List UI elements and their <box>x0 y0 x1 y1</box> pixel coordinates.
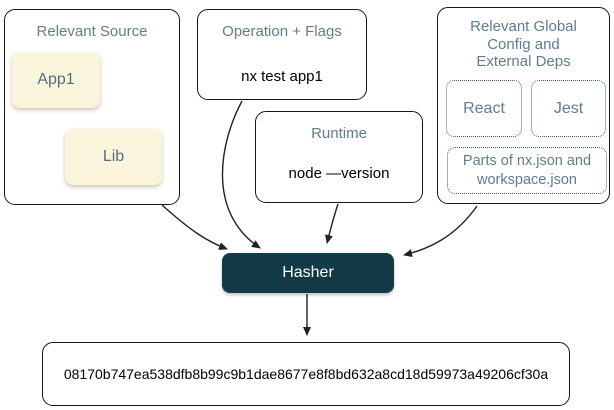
group-operation-flags: Operation + Flags nx test app1 <box>197 9 367 100</box>
group-runtime: Runtime node —version <box>255 111 423 203</box>
hasher-node: Hasher <box>222 253 394 293</box>
hasher-label: Hasher <box>282 264 334 281</box>
dep-react: React <box>446 80 522 137</box>
config-files-note-label: Parts of nx.json and workspace.json <box>462 153 592 188</box>
runtime-command-text: node —version <box>288 165 390 182</box>
node-lib-label: Lib <box>102 148 125 165</box>
node-lib: Lib <box>65 129 162 185</box>
arrow-config-to-hasher <box>403 205 478 258</box>
group-relevant-source-title: Relevant Source <box>36 23 148 40</box>
group-operation-flags-title: Operation + Flags <box>222 23 342 40</box>
hash-output-value: 08170b747ea538dfb8b99c9b1dae8677e8f8bd63… <box>63 366 549 382</box>
hash-output-box: 08170b747ea538dfb8b99c9b1dae8677e8f8bd63… <box>42 342 570 406</box>
config-files-note: Parts of nx.json and workspace.json <box>447 147 607 194</box>
operation-command-text: nx test app1 <box>241 68 323 85</box>
dep-react-label: React <box>463 99 505 117</box>
group-runtime-title: Runtime <box>311 125 367 142</box>
group-relevant-source: Relevant Source App1 Lib <box>4 9 180 205</box>
node-app1-label: App1 <box>37 71 75 88</box>
dep-jest-label: Jest <box>553 99 584 117</box>
node-app1: App1 <box>12 52 100 108</box>
group-global-config: Relevant Global Config and External Deps… <box>437 7 610 204</box>
arrow-runtime-to-hasher <box>325 203 339 244</box>
dep-jest: Jest <box>531 80 606 137</box>
group-global-config-title: Relevant Global Config and External Deps <box>470 18 577 71</box>
arrow-source-to-hasher <box>161 204 228 250</box>
